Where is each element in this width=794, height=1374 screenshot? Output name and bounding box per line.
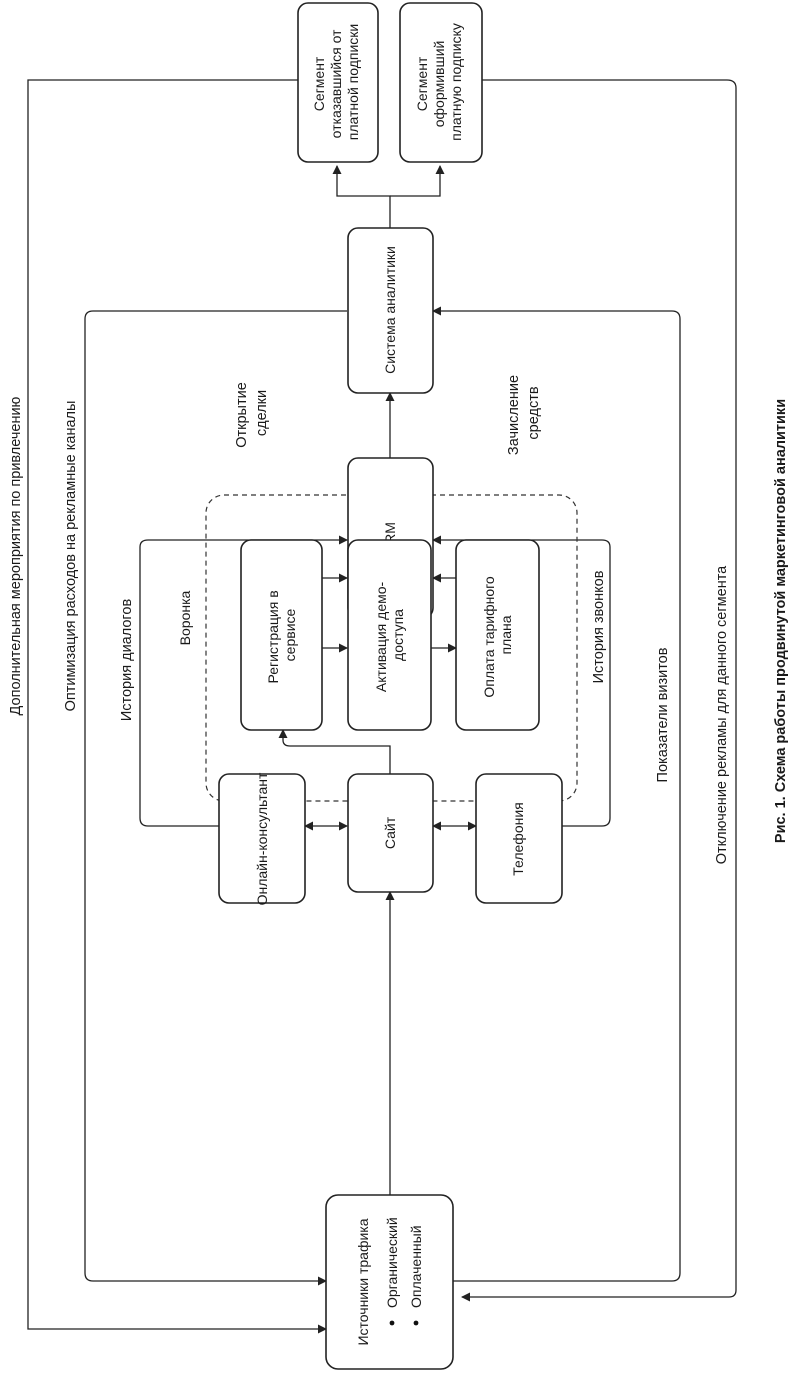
registration-line-1: Регистрация в bbox=[265, 590, 281, 683]
registration-node: Регистрация в сервисе bbox=[240, 539, 323, 731]
label-extra-events: Дополнительная мероприятия по привлечени… bbox=[8, 396, 24, 715]
traffic-sources-title: Источники трафика bbox=[355, 1218, 371, 1345]
online-consultant-node: Онлайн-консультант bbox=[218, 772, 306, 905]
edge-dialog-history bbox=[139, 535, 348, 827]
label-ads-off: Отключение рекламы для данного сегмента bbox=[714, 565, 730, 864]
telephony-node: Телефония bbox=[475, 773, 563, 904]
traffic-bullet-organic bbox=[389, 1320, 395, 1326]
edge-analytics-segment-subscribed bbox=[390, 165, 445, 197]
svg-text:Сегмент отказавшийся от: Сегмент отказавшийся от платной подписки bbox=[311, 24, 361, 140]
label-deal-opening-line-1: Открытие bbox=[234, 382, 250, 448]
edge-site-registration bbox=[278, 729, 391, 774]
segment-subscribed-node: Сегмент оформивший платную подписку bbox=[399, 2, 483, 163]
segment-subscribed-line-1: Сегмент bbox=[414, 56, 430, 111]
demo-activation-node: Активация демо- доступа bbox=[347, 539, 432, 731]
label-dialog-history: История диалогов bbox=[119, 599, 135, 722]
demo-activation-line-2: доступа bbox=[390, 609, 406, 661]
payment-line-1: Оплата тарифного bbox=[481, 576, 497, 698]
label-funds-credit-line-2: средств bbox=[526, 386, 542, 439]
svg-text:Активация демо- доступа: Активация демо- доступа bbox=[373, 578, 406, 692]
label-call-history: История звонков bbox=[591, 570, 607, 683]
edge-ad-optimization bbox=[84, 310, 347, 1286]
svg-text:Оплата тарифного плана: Оплата тарифного плана bbox=[481, 572, 514, 697]
label-funds-credit-line-1: Зачисление bbox=[506, 375, 522, 455]
segment-unsubscribed-line-2: отказавшийся от bbox=[328, 29, 344, 138]
label-funds-credit: Зачисление средств bbox=[506, 371, 542, 455]
analytics-system-label: Система аналитики bbox=[382, 246, 398, 374]
analytics-system-node: Система аналитики bbox=[347, 227, 434, 394]
traffic-bullet-paid bbox=[413, 1320, 419, 1326]
payment-line-2: плана bbox=[498, 615, 514, 654]
label-ad-optimization: Оптимизация расходов на рекламные каналы bbox=[63, 401, 79, 712]
edge-ads-off-final bbox=[461, 79, 737, 1302]
site-label: Сайт bbox=[382, 816, 398, 849]
traffic-sources-node: Источники трафика Органический Оплаченны… bbox=[325, 1194, 454, 1370]
edge-visit-metrics bbox=[432, 306, 681, 1282]
segment-subscribed-line-2: оформивший bbox=[431, 41, 447, 128]
label-deal-opening: Открытие сделки bbox=[234, 378, 270, 448]
registration-line-2: сервисе bbox=[282, 608, 298, 661]
edge-extra-events bbox=[27, 79, 327, 1334]
segment-subscribed-line-3: платную подписку bbox=[448, 23, 464, 141]
edge-call-history bbox=[432, 535, 611, 827]
telephony-label: Телефония bbox=[510, 802, 526, 875]
connectors bbox=[27, 79, 737, 1334]
segment-unsubscribed-line-3: платной подписки bbox=[345, 24, 361, 140]
segment-unsubscribed-node: Сегмент отказавшийся от платной подписки bbox=[297, 2, 379, 163]
segment-unsubscribed-line-1: Сегмент bbox=[311, 56, 327, 111]
demo-activation-line-1: Активация демо- bbox=[373, 581, 389, 692]
svg-text:Регистрация в сервисе: Регистрация в сервисе bbox=[265, 586, 298, 683]
online-consultant-label: Онлайн-консультант bbox=[254, 772, 270, 905]
traffic-item-organic: Органический bbox=[384, 1217, 400, 1308]
site-node: Сайт bbox=[347, 773, 434, 893]
traffic-item-paid: Оплаченный bbox=[408, 1225, 424, 1308]
figure-caption: Рис. 1. Схема работы продвинутой маркети… bbox=[773, 399, 789, 843]
payment-node: Оплата тарифного плана bbox=[455, 539, 540, 731]
funnel-label: Воронка bbox=[177, 590, 193, 645]
label-visit-metrics: Показатели визитов bbox=[655, 647, 671, 782]
label-deal-opening-line-2: сделки bbox=[254, 390, 270, 436]
edge-analytics-segments bbox=[332, 165, 391, 228]
svg-text:Сегмент оформивший: Сегмент оформивший платную подписку bbox=[414, 23, 464, 141]
